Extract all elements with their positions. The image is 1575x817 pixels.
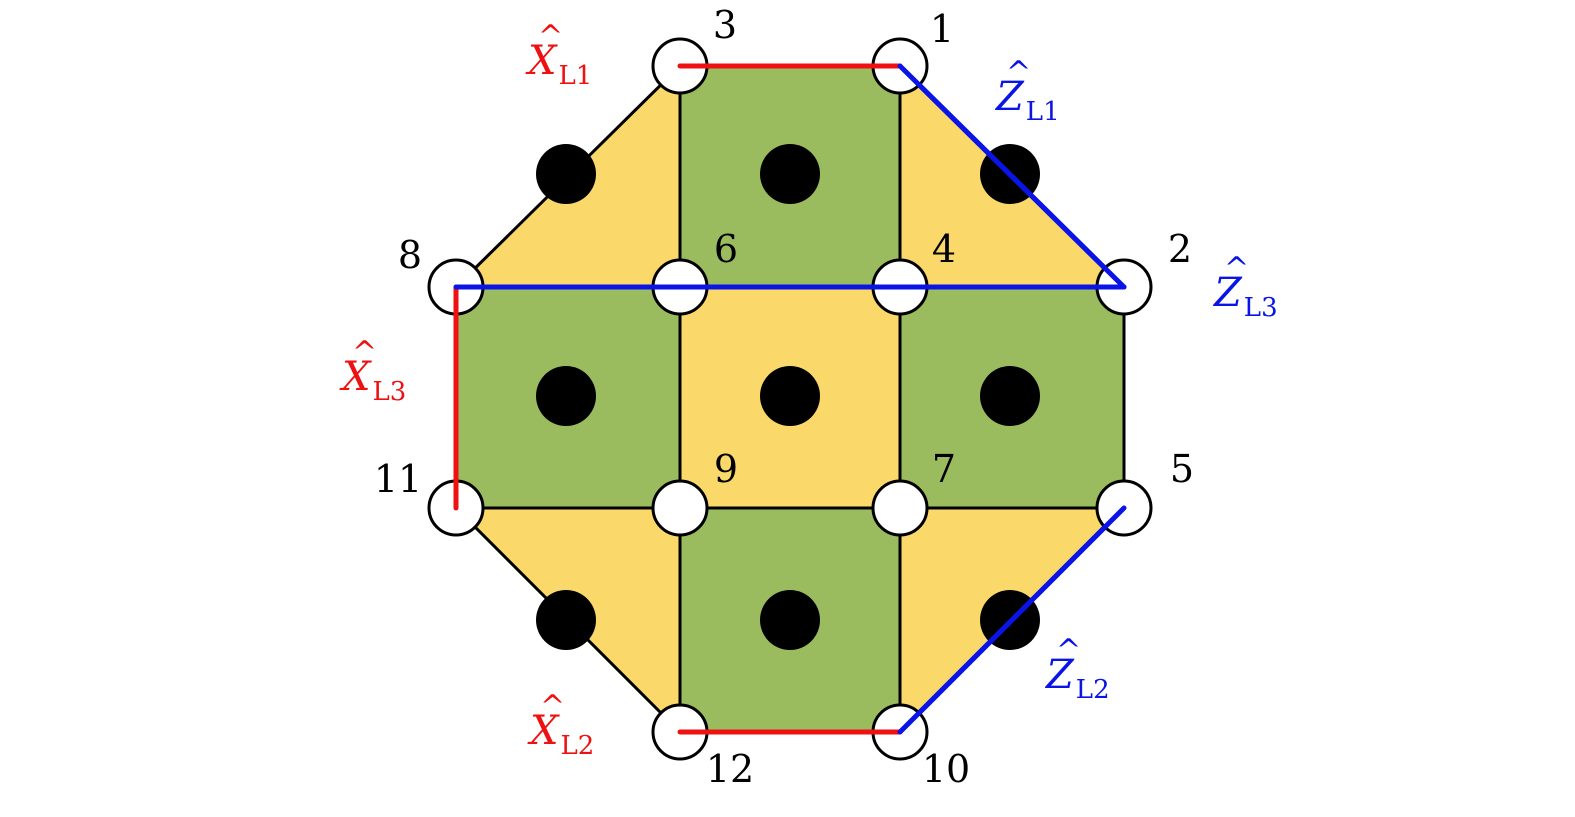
operator-subscript: L2 [560,731,594,761]
operator-base-letter: Z [1212,270,1243,316]
qubit-7 [871,479,929,537]
operator-label-z-l2: ^ZL2 [1044,633,1110,705]
operator-base-letter: Z [994,74,1025,120]
qubit-label-8: 8 [398,233,422,277]
operator-base: ZL1 [994,74,1060,127]
qubit-label-10: 10 [922,747,970,791]
stabilizer-dot-6 [980,366,1040,426]
qubit-label-12: 12 [706,747,754,791]
stabilizer-dots [536,144,1040,650]
operator-subscript: L1 [1026,97,1060,127]
operator-label-z-l3: ^ZL3 [1212,251,1278,323]
operator-base-letter: X [525,38,558,84]
stabilizer-dot-2 [760,144,820,204]
operator-subscript: L3 [372,377,406,407]
qubit-9 [651,479,709,537]
operator-label-z-l1: ^ZL1 [994,55,1060,127]
operator-base: ZL3 [1212,270,1278,323]
operator-subscript: L2 [1076,675,1110,705]
qubit-label-4: 4 [932,227,956,271]
stabilizer-dot-5 [760,366,820,426]
operator-overlay-z-l1 [897,63,1127,290]
operator-subscript: L1 [558,61,592,91]
data-qubits [427,37,1153,761]
operator-label-x-l3: ^XL3 [339,335,406,407]
operator-label-x-l2: ^XL2 [527,689,594,761]
qubit-label-9: 9 [714,447,738,491]
operator-base-letter: X [339,354,372,400]
stabilizer-dot-4 [536,366,596,426]
operator-hat: ^ [1224,251,1249,286]
stabilizer-dot-8 [760,590,820,650]
operator-base-letter: Z [1044,652,1075,698]
qubit-label-5: 5 [1170,447,1194,491]
operator-base: ZL2 [1044,652,1110,705]
operator-label-x-l1: ^XL1 [525,19,592,91]
operator-overlay-z-l2 [897,505,1127,735]
qubit-label-2: 2 [1168,227,1192,271]
operator-hat: ^ [352,335,377,370]
qubit-label-11: 11 [374,457,422,501]
operator-base: XL1 [525,38,592,91]
operator-labels: ^XL1^XL2^XL3^ZL1^ZL2^ZL3 [339,19,1278,761]
operator-base: XL2 [527,708,594,761]
operator-base-letter: X [527,708,560,754]
operator-hat: ^ [538,19,563,54]
qubit-label-7: 7 [932,447,956,491]
qubit-label-3: 3 [713,3,737,47]
operator-subscript: L3 [1244,293,1278,323]
stabilizer-dot-7 [536,590,596,650]
qubit-label-1: 1 [930,7,954,51]
operator-hat: ^ [1006,55,1031,90]
qubit-label-6: 6 [714,227,738,271]
operator-base: XL3 [339,354,406,407]
operator-hat: ^ [1056,633,1081,668]
stabilizer-dot-1 [536,144,596,204]
operator-hat: ^ [540,689,565,724]
